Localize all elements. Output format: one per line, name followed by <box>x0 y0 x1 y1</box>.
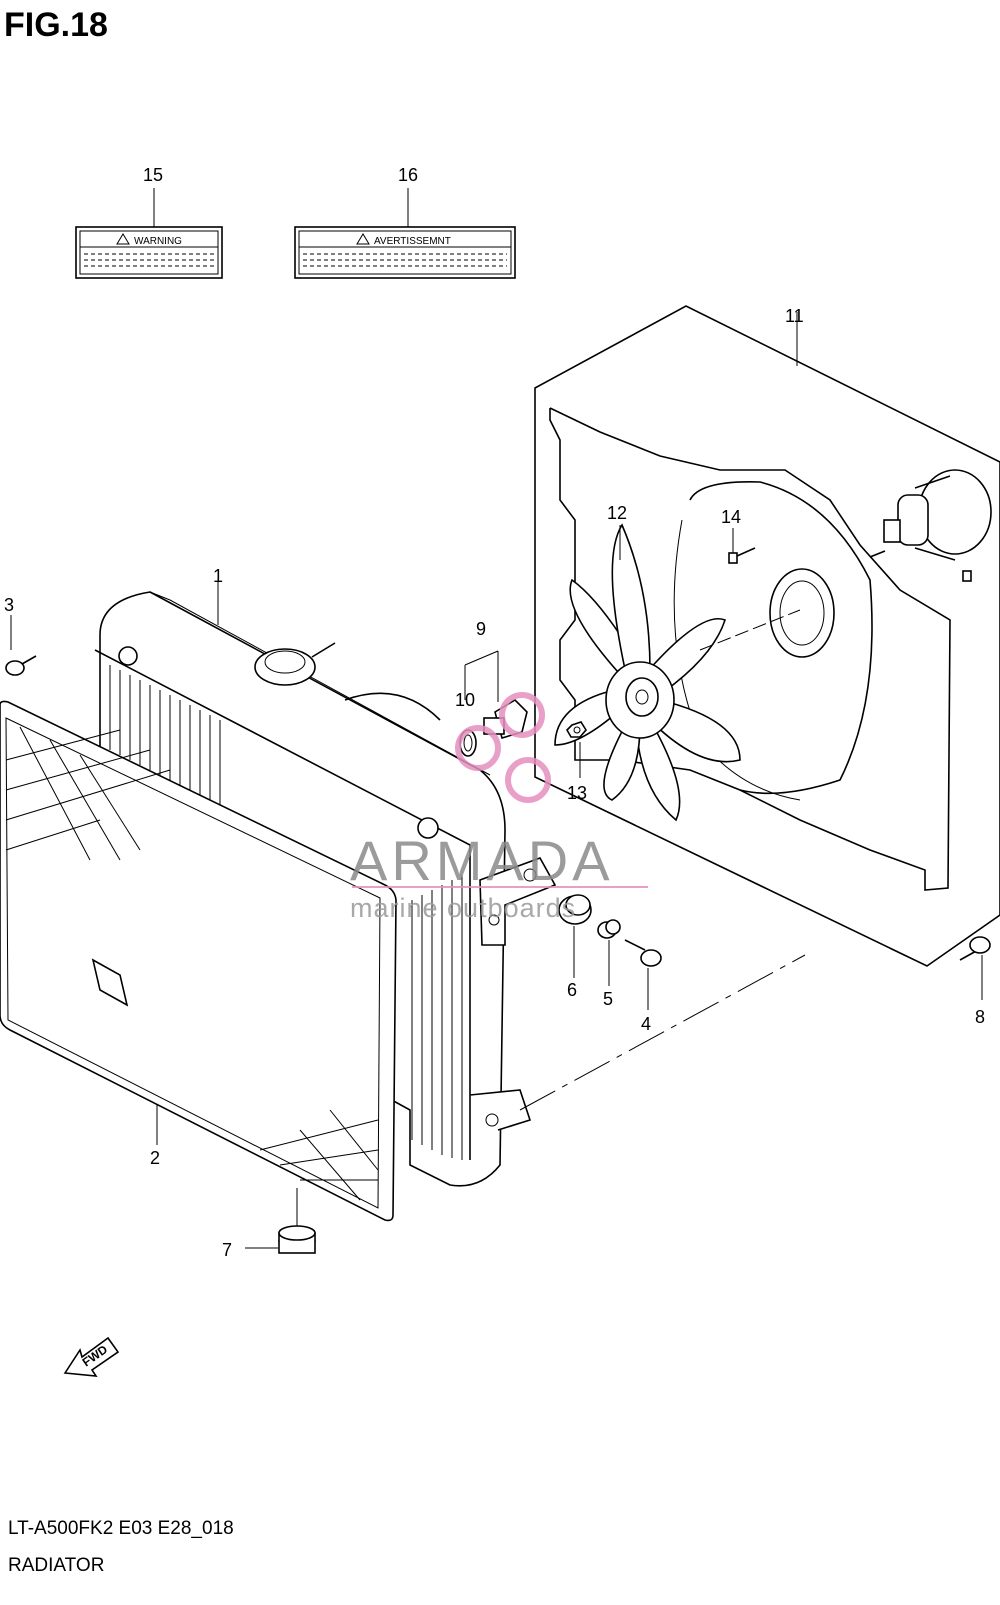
callout-1: 1 <box>213 566 223 586</box>
section-title: RADIATOR <box>8 1555 105 1576</box>
fan-blade-part <box>554 523 801 822</box>
grommet-7-part <box>245 1188 316 1254</box>
callout-13: 13 <box>567 783 587 803</box>
figure-title: FIG.18 <box>4 6 108 44</box>
radiator-core-fins <box>99 660 463 1160</box>
callout-9: 9 <box>476 619 486 639</box>
avertissement-label-text: AVERTISSEMNT <box>374 236 451 247</box>
callout-2: 2 <box>150 1148 160 1168</box>
collar-5-part <box>597 919 621 986</box>
screw-14-part <box>728 528 756 564</box>
callout-4: 4 <box>641 1014 651 1034</box>
nut-13-part <box>566 721 587 778</box>
model-code: LT-A500FK2 E03 E28_018 <box>8 1518 234 1539</box>
callout-3: 3 <box>4 595 14 615</box>
watermark-brand: ARMADA <box>350 829 614 892</box>
callout-7: 7 <box>222 1240 232 1260</box>
cushion-6-part <box>558 894 592 978</box>
fan-shroud-part <box>534 305 1000 967</box>
callout-8: 8 <box>975 1007 985 1027</box>
watermark-tagline: marine outboards <box>350 893 576 923</box>
guard-mesh <box>5 726 379 1201</box>
mount-bracket-part <box>479 857 557 946</box>
callout-6: 6 <box>567 980 577 1000</box>
radiator-guard-part <box>0 700 397 1222</box>
callout-16: 16 <box>398 165 418 185</box>
callout-11: 11 <box>785 306 804 326</box>
fan-motor-part <box>869 469 992 582</box>
warning-label-text: WARNING <box>134 236 182 247</box>
bolt-8-part <box>959 936 991 1000</box>
callout-10: 10 <box>455 690 475 710</box>
forward-direction-arrow: FWD <box>63 1336 120 1377</box>
bolt-4-part <box>624 939 662 1010</box>
callout-15: 15 <box>143 165 163 185</box>
avertissement-label-part: AVERTISSEMNT <box>294 188 516 279</box>
callout-12: 12 <box>607 503 627 523</box>
armada-watermark: ARMADA marine outboards <box>350 692 648 923</box>
callout-5: 5 <box>603 989 613 1009</box>
callout-14: 14 <box>721 507 741 527</box>
warning-label-part: WARNING <box>75 188 223 279</box>
bolt-3-part <box>5 615 37 676</box>
